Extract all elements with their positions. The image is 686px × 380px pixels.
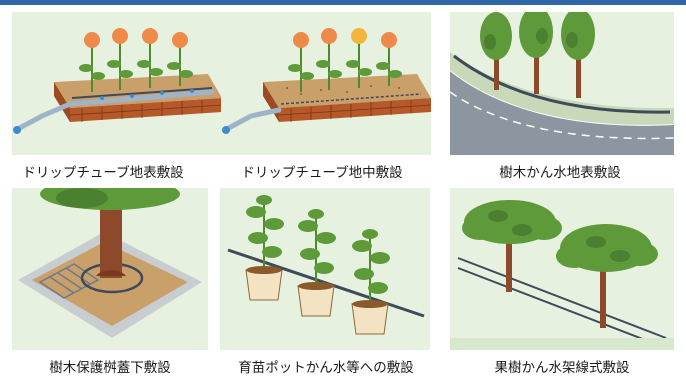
caption-fruit-tree-overhead: 果樹かん水架線式敷設 [494,360,630,376]
tree-grate-illustration [18,188,202,338]
caption-tree-grate: 樹木保護桝蓋下敷設 [49,360,171,376]
nursery-pots-illustration [227,195,425,335]
header-accent-bar [0,0,686,5]
drip-tube-underground-illustration [222,28,431,134]
panel-drip-tube-surface [12,12,222,155]
panel-nursery-pots [220,188,430,350]
panel-fruit-tree-overhead [450,188,674,350]
tree-irrigation-surface-illustration [450,12,674,155]
caption-tree-irrigation-surface: 樹木かん水地表敷設 [499,165,621,181]
caption-drip-tube-surface: ドリップチューブ地表敷設 [22,165,184,181]
panel-tree-grate [12,188,208,350]
panel-tree-irrigation-surface [450,12,674,155]
caption-nursery-pots: 育苗ポットかん水等への敷設 [238,360,414,376]
fruit-tree-overhead-illustration [450,200,674,350]
panel-drip-tube-underground [221,12,431,155]
caption-drip-tube-underground: ドリップチューブ地中敷設 [241,165,403,181]
drip-tube-surface-illustration [13,28,222,134]
